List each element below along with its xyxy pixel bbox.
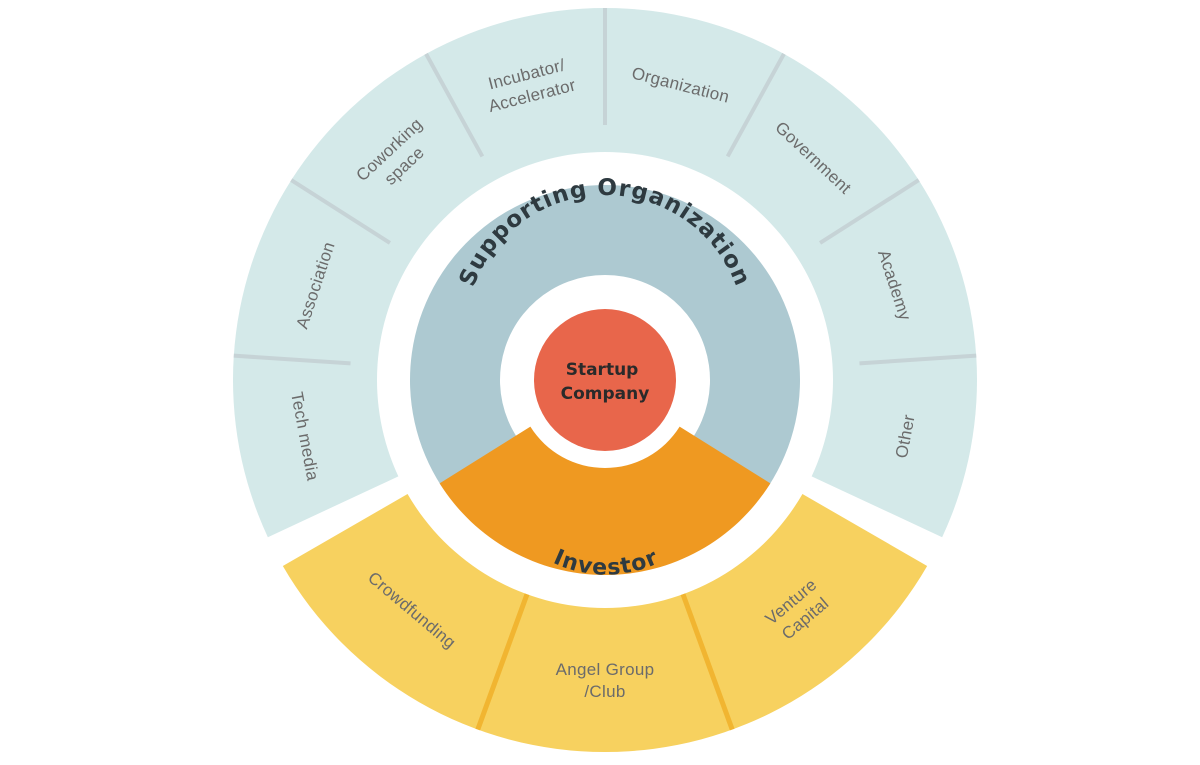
- supporting-segment-divider: [424, 52, 485, 158]
- supporting-segment-divider: [233, 353, 351, 366]
- segment-angel-group-club-label-line: /Club: [584, 682, 625, 701]
- investor-outer-ring-body: [282, 494, 928, 752]
- segment-angel-group-club-label-line: Angel Group: [556, 660, 655, 679]
- startup-company-line: Startup: [566, 360, 639, 380]
- supporting-outer-ring-body: [233, 8, 978, 538]
- supporting-segment-divider: [725, 52, 786, 158]
- investor-segment-divider: [680, 593, 735, 731]
- supporting-segment-divider: [818, 178, 920, 245]
- startup-company-line: Company: [561, 384, 650, 404]
- startup-company-circle: [534, 309, 676, 451]
- startup-company-label: Startup Company: [561, 360, 650, 404]
- supporting-organization-outer-ring: Tech mediaAssociationCoworkingspaceIncub…: [233, 8, 978, 538]
- supporting-segment-divider: [290, 178, 392, 245]
- investor-segment-divider: [475, 593, 530, 731]
- supporting-organization-band: [410, 184, 801, 487]
- investor-band: [439, 426, 771, 575]
- supporting-segment-divider: [859, 353, 977, 366]
- segment-angel-group-club-label: Angel Group/Club: [556, 660, 655, 701]
